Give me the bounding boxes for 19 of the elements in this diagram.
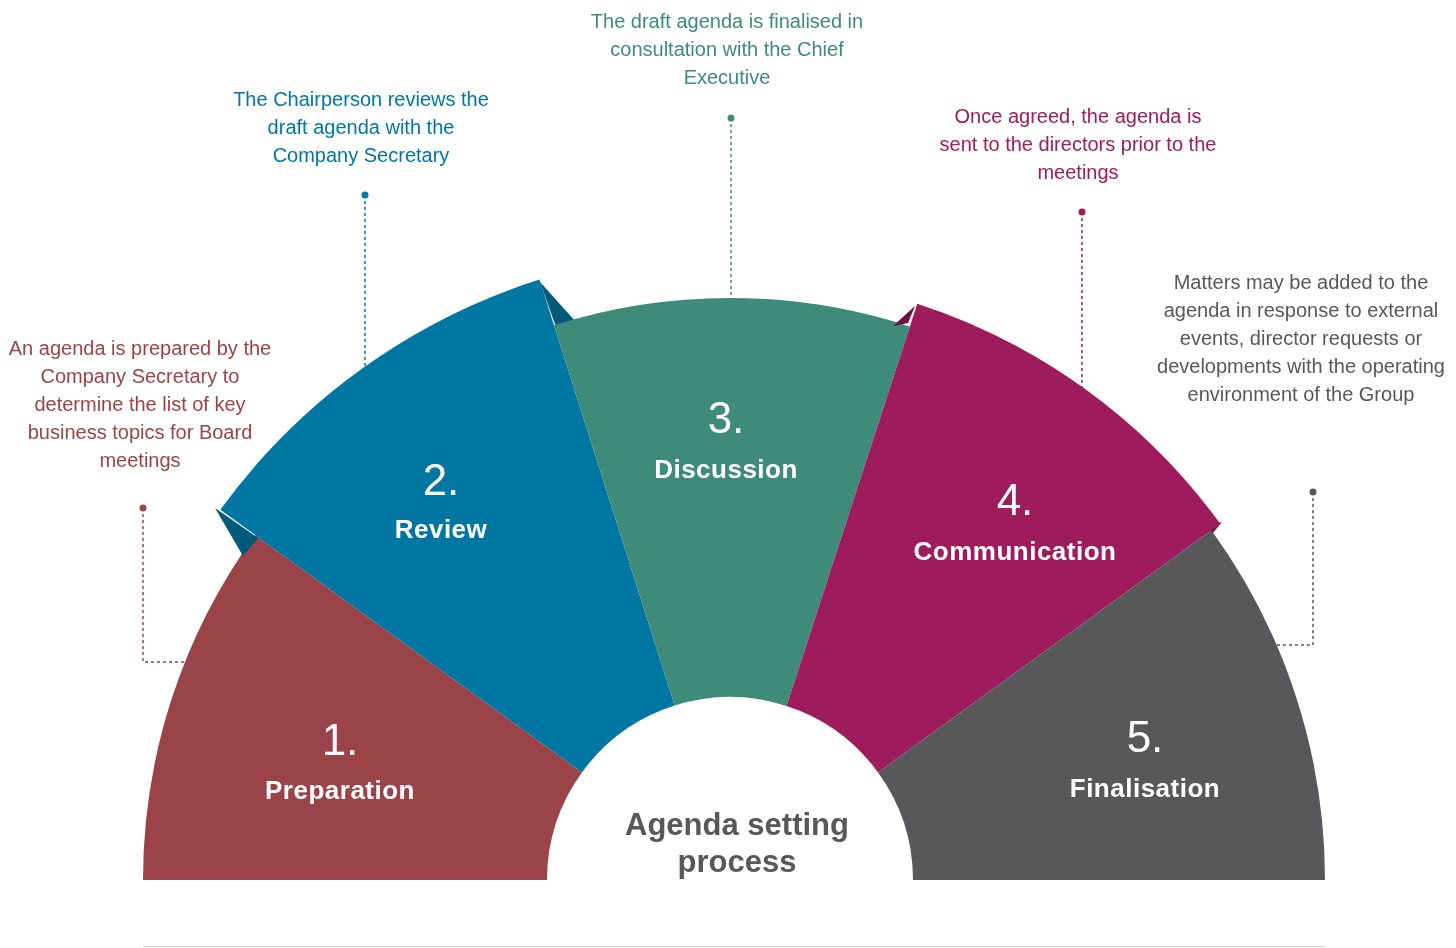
step-title: Communication [912,536,1118,566]
step-number: 5. [1125,712,1165,762]
leader-line [361,191,369,368]
annotation-text: An agenda is prepared by the Company Secretary to determine the list of key business topics for Board meetings [0,334,280,474]
step-number: 2. [421,455,461,505]
step-title: Review [393,514,489,544]
center-title: Agenda setting process [624,806,850,880]
step-number: 3. [706,393,746,443]
annotation-text: Matters may be added to the agenda in response to external events, director requests or developments with the operating environment of the Group [1153,268,1449,408]
step-title: Discussion [653,454,799,484]
step-title: Preparation [264,775,416,805]
step-number: 4. [995,475,1035,525]
annotation-text: The draft agenda is finalised in consultation with the Chief Executive [582,7,872,91]
annotation-text: Once agreed, the agenda is sent to the directors prior to the meetings [938,102,1218,186]
leader-line [1276,488,1317,646]
leader-line [1078,208,1086,389]
step-title: Finalisation [1068,773,1222,803]
step-number: 1. [320,715,360,765]
annotation-text: The Chairperson reviews the draft agenda with the Company Secretary [226,85,496,169]
